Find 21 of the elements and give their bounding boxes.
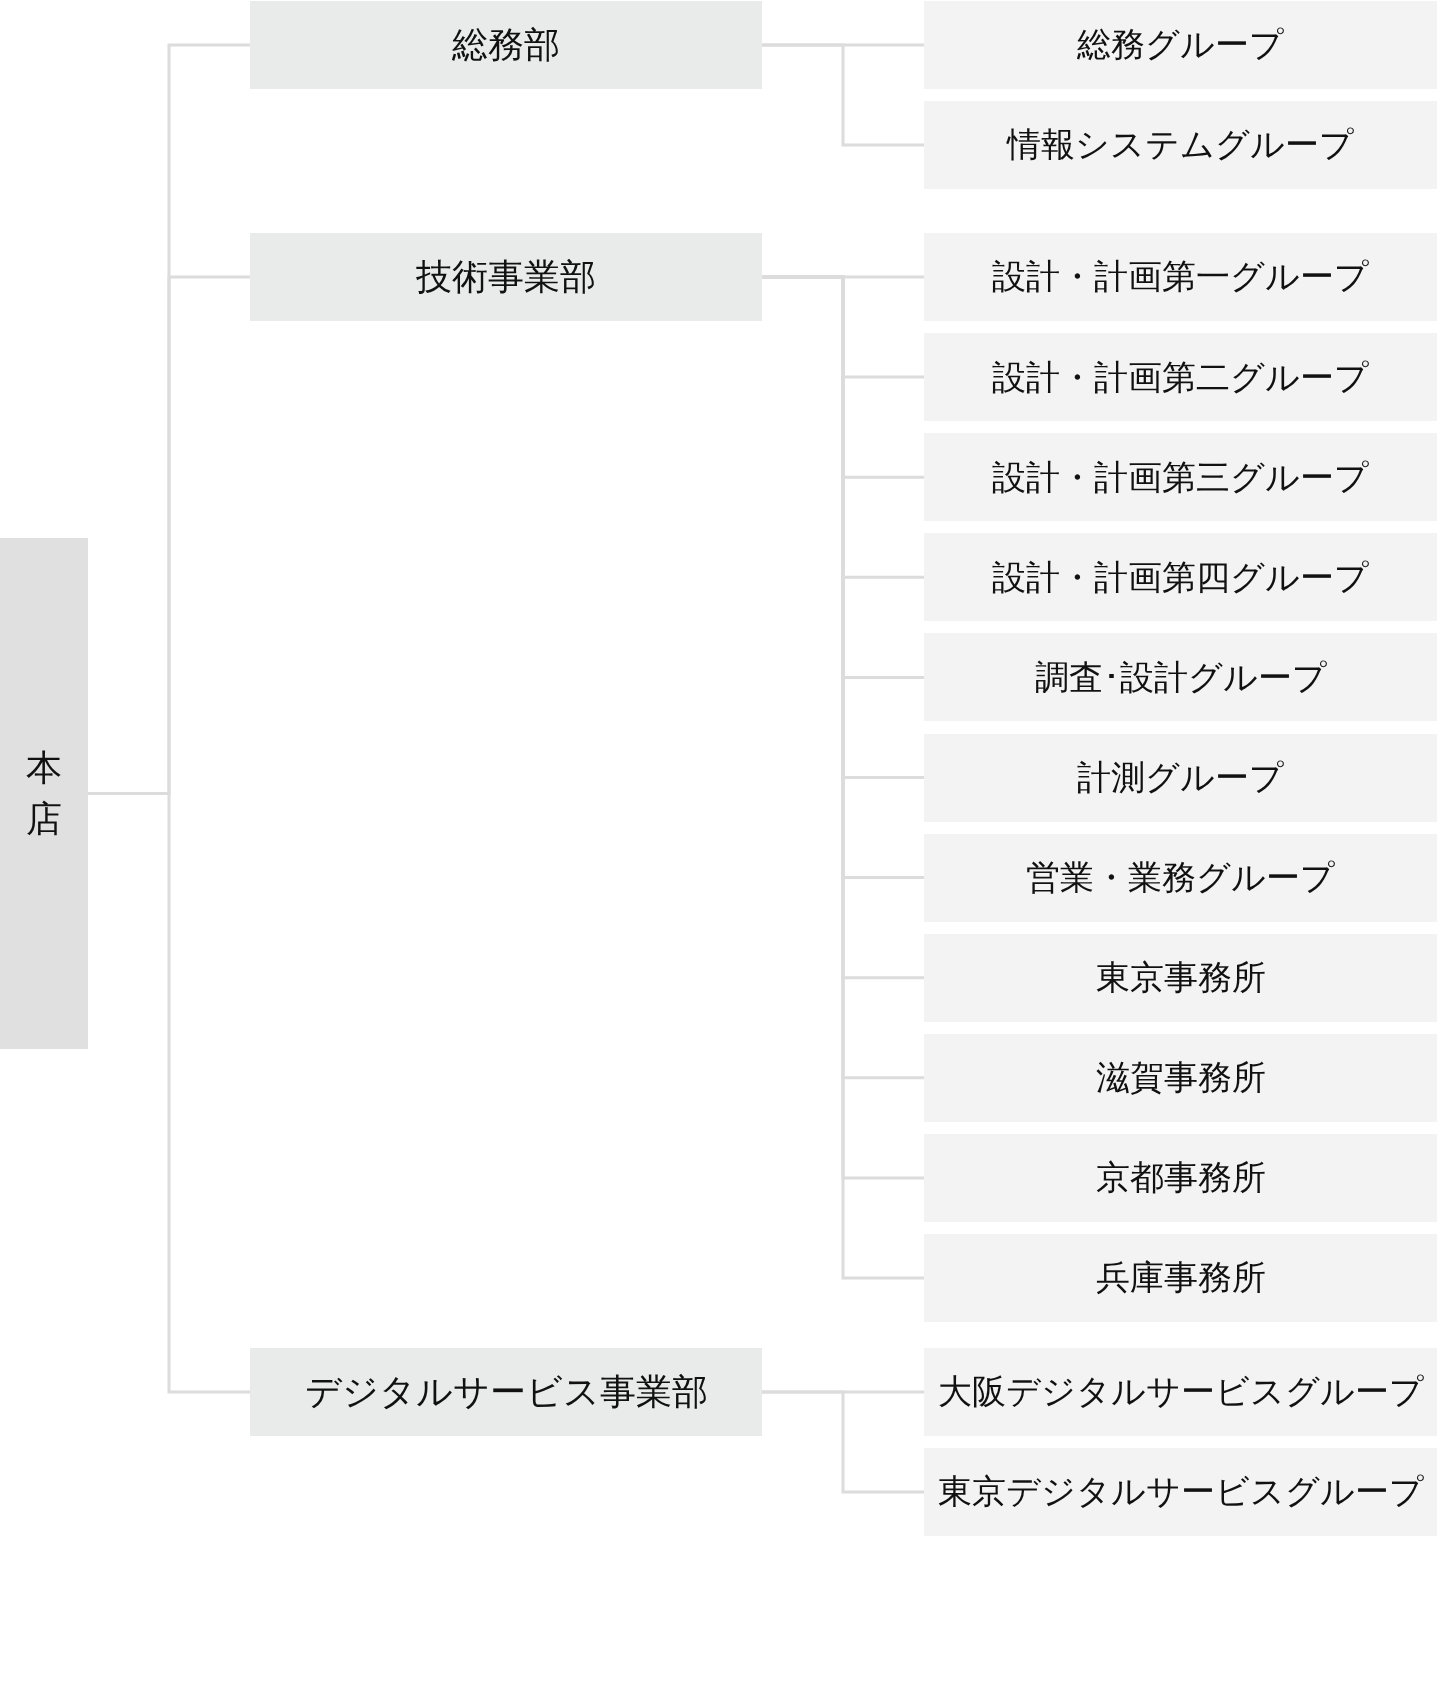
group-box: 計測グループ <box>924 733 1437 822</box>
connector-line <box>762 1390 924 1494</box>
group-box: 営業・業務グループ <box>924 833 1437 922</box>
group-box: 情報システムグループ <box>924 101 1437 189</box>
group-box: 東京事務所 <box>924 933 1437 1022</box>
group-box: 設計・計画第一グループ <box>924 233 1437 321</box>
division-box: デジタルサービス事業部 <box>250 1348 762 1436</box>
group-box: 滋賀事務所 <box>924 1033 1437 1122</box>
group-box: 設計・計画第三グループ <box>924 433 1437 522</box>
division-box: 技術事業部 <box>250 233 762 321</box>
division-box: 総務部 <box>250 1 762 89</box>
group-box: 京都事務所 <box>924 1133 1437 1222</box>
group-box: 設計・計画第二グループ <box>924 333 1437 422</box>
group-box: 兵庫事務所 <box>924 1234 1437 1322</box>
group-box: 設計・計画第四グループ <box>924 533 1437 622</box>
connector-line <box>762 43 924 147</box>
group-box: 調査･設計グループ <box>924 633 1437 722</box>
group-box: 総務グループ <box>924 1 1437 89</box>
group-box: 大阪デジタルサービスグループ <box>924 1348 1437 1436</box>
group-box: 東京デジタルサービスグループ <box>924 1448 1437 1536</box>
head-office-box: 本店 <box>0 538 88 1049</box>
